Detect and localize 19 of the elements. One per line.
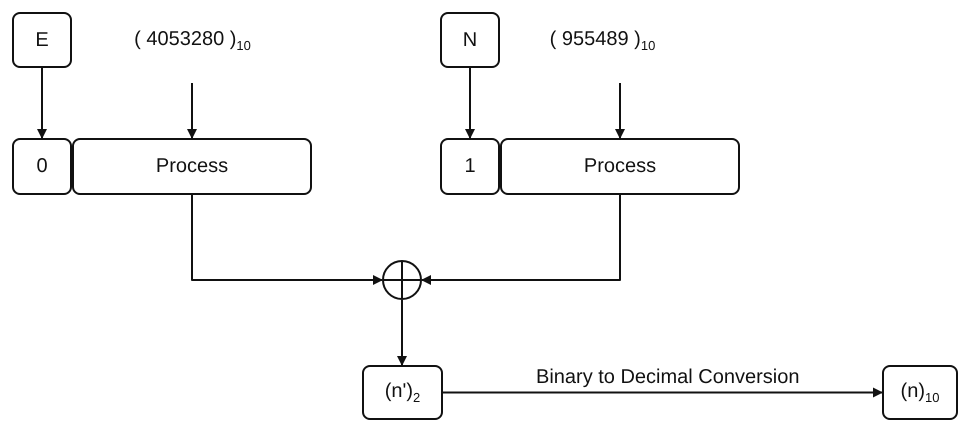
arrow <box>465 68 475 139</box>
arrow <box>397 300 407 366</box>
xor-circle <box>382 260 422 300</box>
arrow <box>443 388 883 398</box>
process-box: (n)$_{10}$ <box>882 365 958 420</box>
process-box: E <box>12 12 72 68</box>
arrow <box>191 195 383 285</box>
input-value: ( 955489 )$_{10}$ <box>550 28 656 52</box>
process-box: 0 <box>12 138 72 195</box>
process-box: Process <box>500 138 740 195</box>
input-value: ( 4053280 )$_{10}$ <box>134 28 251 52</box>
process-box: 1 <box>440 138 500 195</box>
arrow <box>37 68 47 139</box>
process-box: N <box>440 12 500 68</box>
process-box: (n')$_{2}$ <box>362 365 443 420</box>
arrow <box>187 83 197 139</box>
arrow <box>615 83 625 139</box>
arrow <box>421 195 621 285</box>
process-box: Process <box>72 138 312 195</box>
